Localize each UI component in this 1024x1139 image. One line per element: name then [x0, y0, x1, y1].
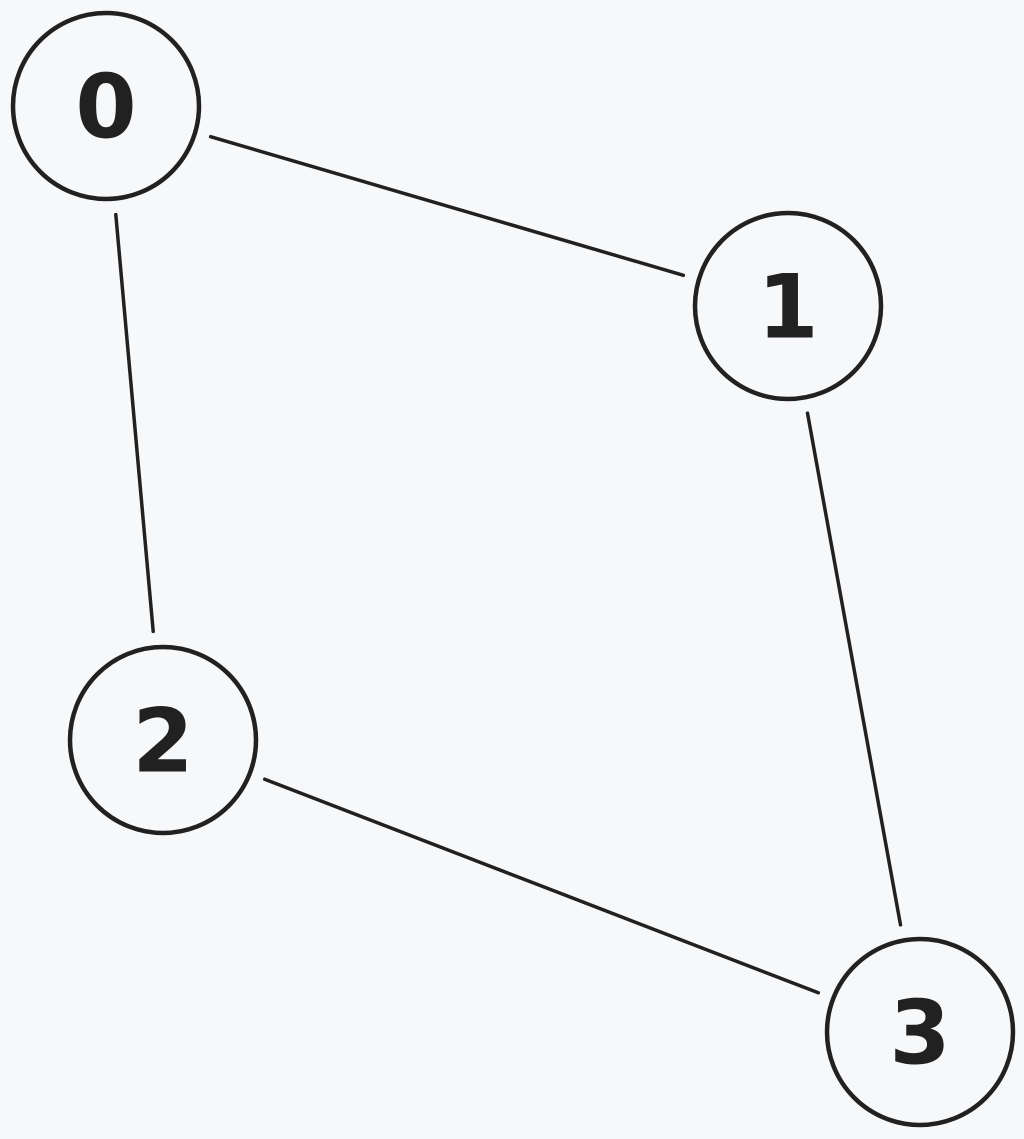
- graph-edge-1-3: [805, 411, 903, 927]
- node-label-0: 0: [75, 56, 136, 159]
- graph-node-2: 2: [67, 644, 259, 836]
- graph-node-0: 0: [10, 10, 202, 202]
- node-circle-1: [692, 210, 884, 402]
- node-circle-3: [824, 936, 1016, 1128]
- graph-edge-0-1: [208, 134, 686, 278]
- nodes-layer: 0 1 2 3: [10, 10, 1016, 1128]
- graph-node-1: 1: [692, 210, 884, 402]
- node-circle-2: [67, 644, 259, 836]
- graph-node-3: 3: [824, 936, 1016, 1128]
- graph-edge-0-2: [114, 212, 155, 634]
- node-label-2: 2: [132, 690, 193, 793]
- graph-edge-2-3: [262, 777, 821, 995]
- edges-layer: [114, 134, 903, 995]
- node-label-3: 3: [889, 982, 950, 1085]
- node-label-1: 1: [757, 256, 818, 359]
- node-circle-0: [10, 10, 202, 202]
